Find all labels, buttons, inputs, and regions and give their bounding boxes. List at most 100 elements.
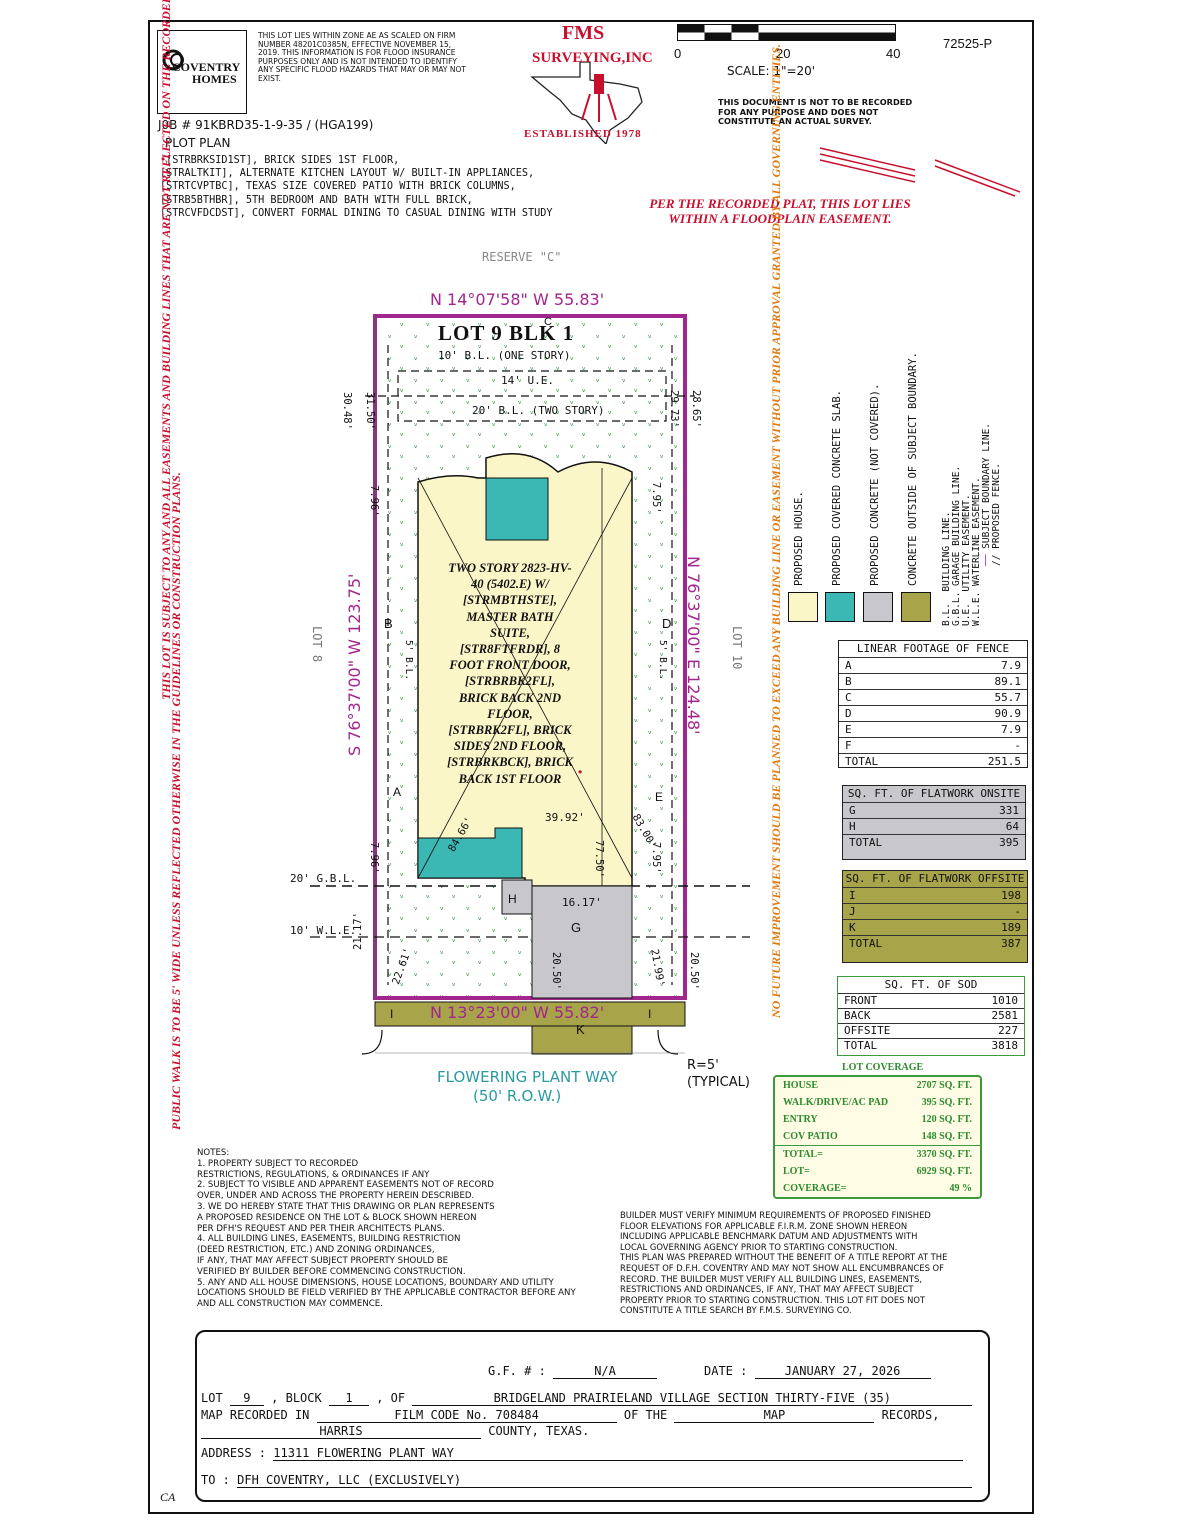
row-key: E: [845, 723, 852, 736]
options-list: •[STRBRKSID1ST], BRICK SIDES 1ST FLOOR, …: [160, 154, 553, 220]
general-notes: NOTES: 1. PROPERTY SUBJECT TO RECORDED R…: [197, 1148, 617, 1310]
dim-7-95-rear: 7.95': [650, 482, 662, 514]
row-value: 251.5: [987, 755, 1021, 768]
building-line-two-story: 20' B.L. (TWO STORY): [472, 404, 605, 417]
row-key: TOTAL=: [783, 1149, 823, 1160]
driveway: [531, 885, 633, 999]
note-line: THIS PLAN WAS PREPARED WITHOUT THE BENEF…: [620, 1252, 948, 1263]
note-line: RECORD. THE BUILDER MUST VERIFY ALL BUIL…: [620, 1273, 923, 1284]
note-line: PER DFH'S REQUEST AND PER THEIR ARCHITEC…: [197, 1223, 445, 1234]
title-block: [195, 1330, 990, 1502]
row-key: BACK: [844, 1009, 871, 1022]
note-line: RESTRICTIONS, REGULATIONS, & ORDINANCES …: [197, 1169, 430, 1180]
label-h: H: [508, 892, 517, 906]
dim-29-73: 29.73': [668, 390, 680, 428]
logo-line-2: HOMES: [192, 72, 237, 86]
gf-value: N/A: [553, 1364, 658, 1379]
row-value: 7.9: [1001, 659, 1021, 672]
row-value: -: [1014, 905, 1021, 918]
garage-building-line-label: 20' G.B.L.: [290, 872, 357, 885]
lot-label: LOT: [201, 1391, 223, 1405]
table-row: FRONT 1010: [838, 994, 1024, 1009]
option-item: [STRCVFDCDST], CONVERT FORMAL DINING TO …: [160, 207, 553, 219]
option-item: [STRTCVPTBC], TEXAS SIZE COVERED PATIO W…: [160, 181, 516, 193]
scale-20: 20: [776, 46, 791, 61]
row-value: 6929 SQ. FT.: [916, 1166, 972, 1177]
document-number: 72525-P: [943, 36, 993, 51]
fms-logo: FMS SURVEYING,INC ESTABLISHED 1978: [510, 22, 670, 146]
legend-abbreviations: B.L. BUILDING LINE. G.B.L. GARAGE BUILDI…: [941, 422, 1002, 626]
label-a: A: [393, 785, 402, 799]
plot-plan-label: PLOT PLAN: [165, 136, 231, 150]
note-line: AND ALL CONSTRUCTION MAY COMMENCE.: [197, 1299, 383, 1310]
row-key: K: [849, 921, 856, 934]
sheet-border: [148, 20, 1034, 1514]
row-key: F: [845, 739, 852, 752]
row-key: COV PATIO: [783, 1131, 838, 1142]
row-key: J: [849, 905, 856, 918]
row-value: 49 %: [949, 1183, 973, 1194]
lot-title: LOT 9 BLK 1: [438, 321, 575, 345]
gf-row: G.F. # : N/A: [488, 1364, 658, 1379]
legend-swatch-covered: [825, 592, 855, 622]
builder-note: BUILDER MUST VERIFY MINIMUM REQUIREMENTS…: [620, 1210, 990, 1316]
scale-0: 0: [674, 46, 682, 61]
row-key: I: [849, 889, 856, 902]
note-line: 2. SUBJECT TO VISIBLE AND APPARENT EASEM…: [197, 1180, 494, 1191]
row-value: 89.1: [994, 675, 1022, 688]
note-line: LOCATIONS SHOULD BE FIELD VERIFIED BY TH…: [197, 1288, 576, 1299]
note-line: BUILDER MUST VERIFY MINIMUM REQUIREMENTS…: [620, 1210, 931, 1220]
row-value: -: [1014, 739, 1021, 752]
address-label: ADDRESS :: [201, 1446, 267, 1460]
map-value: MAP: [674, 1408, 875, 1423]
house-description: TWO STORY 2823-HV-40 (5402.E) W/ [STRMBT…: [447, 561, 573, 786]
row-value: 395 SQ. FT.: [921, 1097, 972, 1108]
label-b: B: [384, 616, 393, 631]
label-d: D: [662, 616, 672, 631]
row-value: 1010: [991, 994, 1019, 1007]
flood-zone-note: THIS LOT LIES WITHIN ZONE AE AS SCALED O…: [258, 31, 466, 83]
note-line: PROPERTY PRIOR TO STARTING CONSTRUCTION.…: [620, 1294, 926, 1305]
radius-label: R=5': [687, 1058, 719, 1073]
floodplain-note: PER THE RECORDED PLAT, THIS LOT LIES WIT…: [649, 196, 911, 226]
to-row: TO : DFH COVENTRY, LLC (EXCLUSIVELY): [201, 1473, 973, 1488]
walk-h: [501, 879, 533, 915]
row-value: 189: [1001, 921, 1021, 934]
note-line: 1. PROPERTY SUBJECT TO RECORDED: [197, 1158, 359, 1169]
date-value: JANUARY 27, 2026: [754, 1364, 931, 1379]
coventry-logo-mark: [162, 49, 184, 71]
onsite-title: SQ. FT. OF FLATWORK ONSITE: [843, 786, 1025, 803]
utility-easement-label: 14' U.E.: [501, 374, 554, 387]
label-g: G: [571, 920, 582, 935]
offsite-title: SQ. FT. OF FLATWORK OFFSITE: [843, 871, 1027, 888]
date-row: DATE : JANUARY 27, 2026: [704, 1364, 931, 1379]
covered-patio: [485, 477, 549, 541]
note-line: IF ANY, THAT MAY AFFECT SUBJECT PROPERTY…: [197, 1255, 449, 1266]
block-value: 1: [328, 1391, 369, 1406]
row-value: 64: [1005, 820, 1019, 833]
dim-7-96-rear: 7.96': [368, 485, 380, 517]
row-value: 55.7: [994, 691, 1022, 704]
scale-40: 40: [886, 46, 901, 61]
label-c: C: [544, 316, 552, 328]
row-key: H: [849, 820, 856, 833]
row-key: FRONT: [844, 994, 878, 1007]
note-line: A PROPOSED RESIDENCE ON THE LOT & BLOCK …: [197, 1212, 477, 1223]
note-line: CONSTITUTE A TITLE SEARCH BY F.M.S. SURV…: [620, 1305, 852, 1316]
lot-value: 9: [229, 1391, 264, 1406]
note-line: 4. ALL BUILDING LINES, EASEMENTS, BUILDI…: [197, 1234, 461, 1245]
row-key: D: [845, 707, 852, 720]
waterline-easement-label: 10' W.L.E.: [290, 924, 357, 937]
note-line: REQUEST OF D.F.H. COVENTRY AND MAY NOT S…: [620, 1262, 944, 1273]
of-label: , OF: [376, 1391, 406, 1405]
row-value: 2707 SQ. FT.: [916, 1080, 972, 1091]
dim-39-92: 39.92': [545, 811, 585, 824]
